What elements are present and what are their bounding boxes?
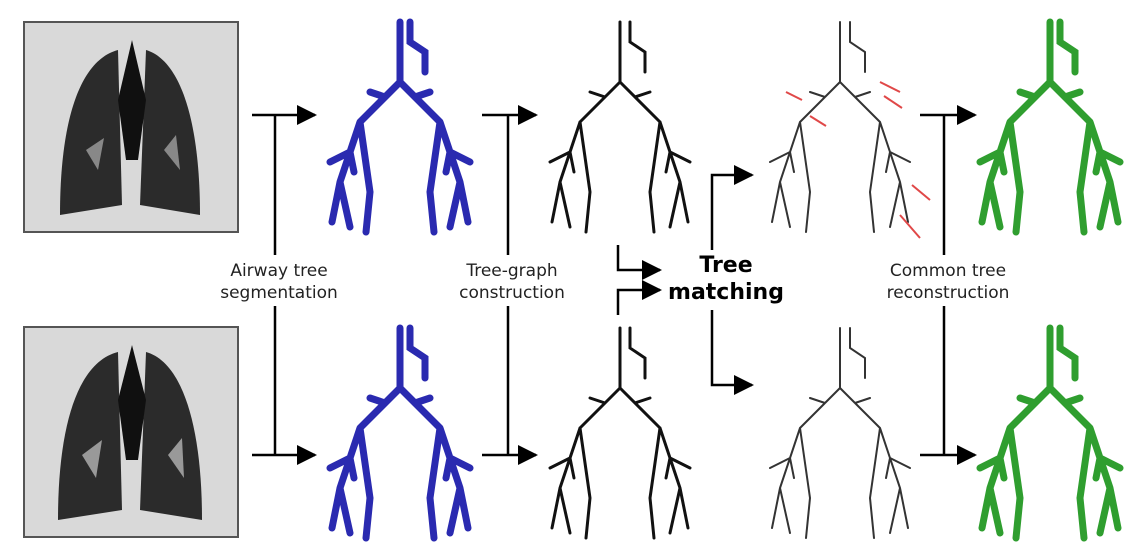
label-matching: Tree matching	[660, 250, 792, 308]
segmentation-tree-top	[330, 22, 470, 232]
label-graph-line1: Tree-graph	[450, 260, 574, 282]
matched-tree-top	[770, 22, 930, 238]
label-graph-line2: construction	[450, 282, 574, 304]
tree-graph-bottom	[550, 328, 690, 538]
label-common: Common tree reconstruction	[872, 258, 1024, 306]
label-graph: Tree-graph construction	[446, 258, 578, 306]
label-common-line1: Common tree	[876, 260, 1020, 282]
label-segmentation-line2: segmentation	[212, 282, 346, 304]
label-segmentation-line1: Airway tree	[212, 260, 346, 282]
label-common-line2: reconstruction	[876, 282, 1020, 304]
reconstructed-tree-bottom	[980, 328, 1120, 538]
label-matching-line2: matching	[664, 279, 788, 306]
label-matching-line1: Tree	[664, 252, 788, 279]
ct-scan-top	[24, 22, 238, 232]
segmentation-tree-bottom	[330, 328, 470, 538]
reconstructed-tree-top	[980, 22, 1120, 232]
matched-tree-bottom	[770, 328, 910, 538]
ct-scan-bottom	[24, 327, 238, 537]
label-segmentation: Airway tree segmentation	[208, 258, 350, 306]
tree-graph-top	[550, 22, 690, 232]
